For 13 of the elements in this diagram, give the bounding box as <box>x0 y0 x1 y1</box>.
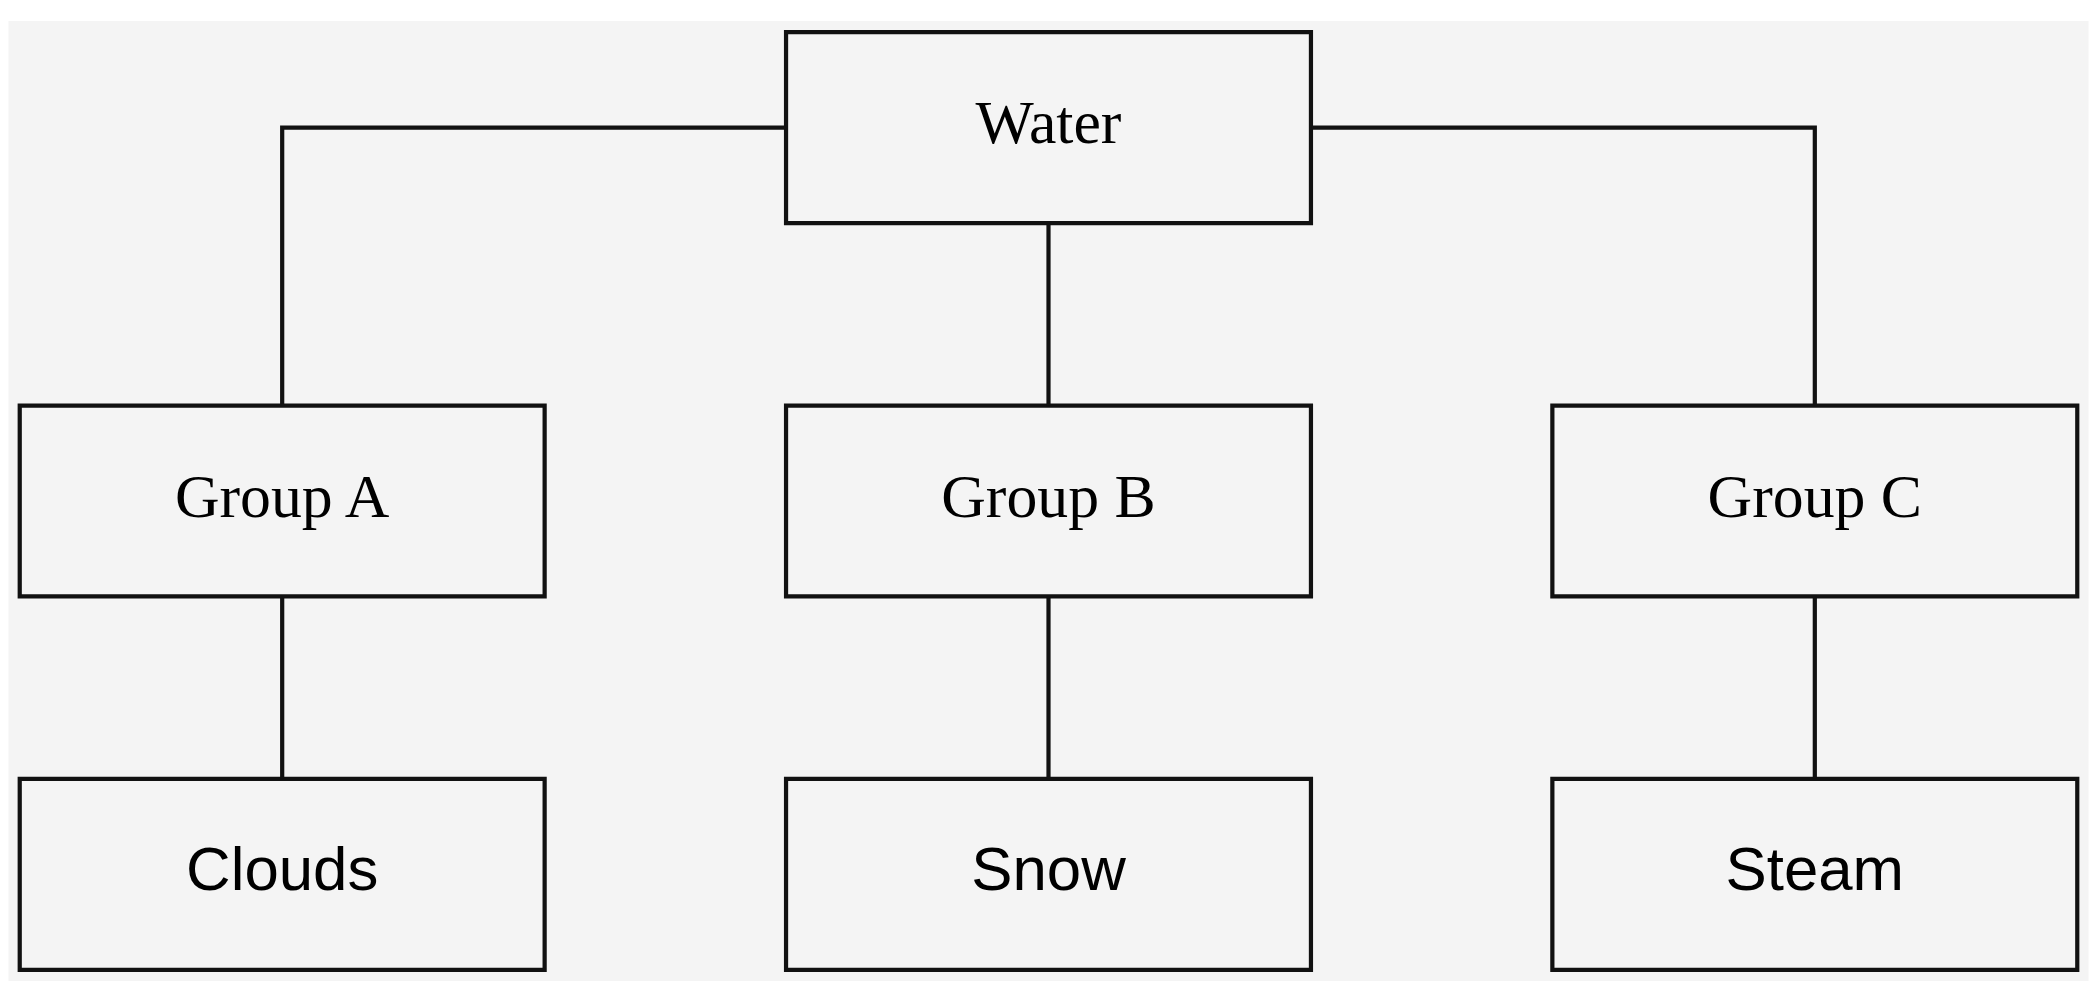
node-box: Group C <box>1550 403 2080 599</box>
node-box: Group A <box>17 403 547 599</box>
connector <box>1046 597 1051 779</box>
node-box: Clouds <box>17 776 547 972</box>
node-box: Snow <box>783 776 1314 972</box>
connector <box>280 125 786 405</box>
connector <box>1311 125 1817 405</box>
connector <box>280 597 285 779</box>
node-box: Water <box>783 30 1314 226</box>
connector <box>1812 597 1817 779</box>
connector <box>1046 223 1051 406</box>
node-box: Group B <box>783 403 1314 599</box>
node-box: Steam <box>1550 776 2080 972</box>
